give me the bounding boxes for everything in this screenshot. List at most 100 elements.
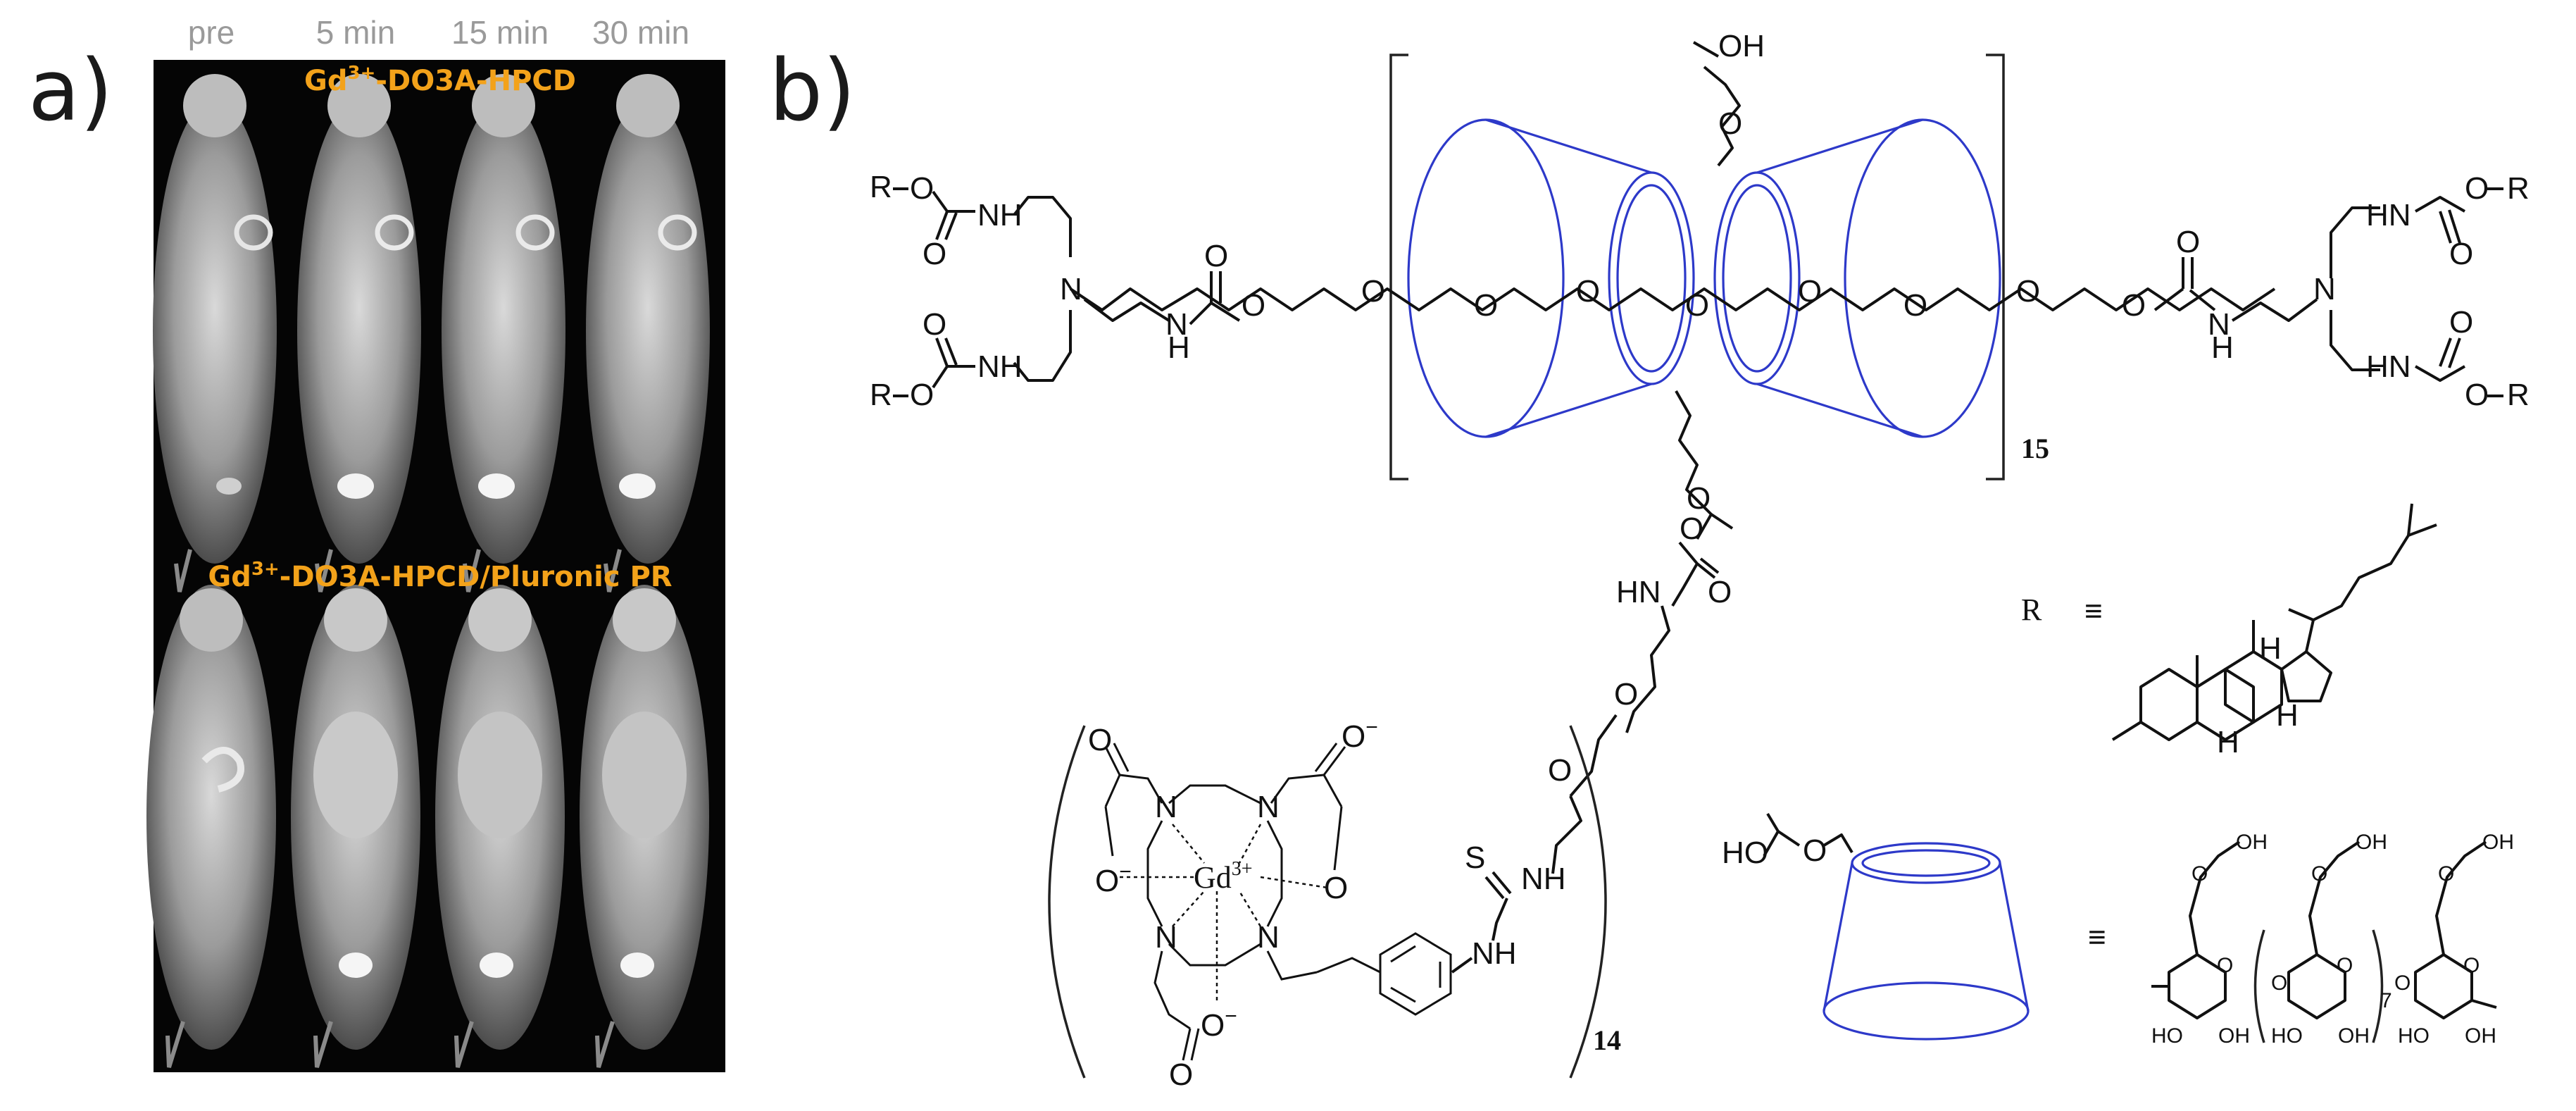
amine-nh: NH bbox=[1472, 936, 1517, 971]
panel-a: a) pre 5 min 15 min 30 min bbox=[28, 14, 725, 1072]
hydroxyl-ho: HO bbox=[2271, 1024, 2303, 1048]
mouse-image bbox=[153, 74, 277, 592]
repeat-count-14: 14 bbox=[1593, 1024, 1621, 1056]
oxygen-atom: O bbox=[2449, 237, 2473, 271]
right-end-group: O N H N HN HN O O R O O R bbox=[2153, 171, 2530, 412]
mouse-image bbox=[580, 585, 709, 1068]
r-group-label: R bbox=[2507, 378, 2530, 412]
parenthesis-left bbox=[1048, 725, 1086, 1079]
hydroxyl-ho: HO bbox=[2151, 1024, 2183, 1048]
carboxylate-oxygen: O− bbox=[1201, 1005, 1237, 1043]
oxygen-atom: O bbox=[2217, 954, 2233, 977]
oxygen-atom: O bbox=[923, 237, 946, 271]
glucose-repeat-paren-right bbox=[2372, 929, 2384, 1043]
column-label-30min: 30 min bbox=[592, 14, 689, 51]
lower-linker-chain: O O O HN O O NH bbox=[1521, 390, 1734, 896]
sulfur-atom: S bbox=[1465, 840, 1485, 875]
oxygen-atom: O bbox=[1614, 677, 1638, 712]
hydroxyl-oh: OH bbox=[2218, 1024, 2250, 1048]
amine-n: N bbox=[1165, 307, 1188, 342]
polymer-backbone bbox=[1069, 287, 2276, 311]
hydrogen-atom: H bbox=[2217, 725, 2239, 759]
panel-b-label: b) bbox=[769, 42, 856, 140]
r-group-label: R bbox=[870, 170, 892, 204]
oxygen-atom: O bbox=[2465, 171, 2489, 206]
oxygen-atom: O bbox=[1576, 274, 1600, 309]
nitrogen-atom: N bbox=[1060, 272, 1082, 306]
oxygen-atom: O bbox=[1242, 288, 1265, 323]
amine-nh: NH bbox=[977, 349, 1023, 384]
oxygen-atom: O bbox=[2016, 274, 2040, 309]
oxygen-atom: O bbox=[910, 378, 934, 412]
oxygen-atom: O bbox=[910, 171, 934, 206]
column-label-5min: 5 min bbox=[316, 14, 395, 51]
glucose-unit: O OH O O HO OH bbox=[2394, 831, 2514, 1048]
hydroxyl-oh: OH bbox=[2236, 831, 2268, 854]
phenyl-ring bbox=[1379, 932, 1452, 1016]
oxygen-atom: O bbox=[2271, 972, 2287, 995]
hydroxyl-oh: OH bbox=[2356, 831, 2387, 854]
mouse-image bbox=[442, 74, 565, 592]
oxygen-atom: O bbox=[1324, 871, 1348, 905]
oxygen-atom: O bbox=[1204, 239, 1228, 273]
glucose-repeat-count: 7 bbox=[2380, 989, 2392, 1012]
oxygen-atom: O bbox=[1708, 575, 1732, 609]
cyclodextrin-legend: HO O ≡ bbox=[1722, 812, 2106, 1041]
glucose-unit: O OH O O HO OH bbox=[2271, 831, 2387, 1048]
oxygen-atom: O bbox=[2463, 954, 2480, 977]
gadolinium-ion: Gd3+ bbox=[1194, 858, 1253, 895]
hydroxyl-oh: OH bbox=[2482, 831, 2514, 854]
r-group-label: R bbox=[2507, 171, 2530, 206]
oxygen-atom: O bbox=[2449, 305, 2473, 340]
oxygen-atom: O bbox=[2337, 954, 2353, 977]
gd-dota-complex: S NH N N N N Gd3+ bbox=[1088, 716, 1517, 1092]
hydroxyl-oh: OH bbox=[2465, 1024, 2496, 1048]
oxygen-atom: O bbox=[1798, 274, 1822, 309]
mouse-image bbox=[146, 585, 276, 1068]
dota-macrocycle: N N N N Gd3+ bbox=[1120, 784, 1328, 1000]
oxygen-atom: O bbox=[1361, 274, 1385, 309]
cholesterol-structure: H H H bbox=[2111, 503, 2437, 759]
oxygen-atom: O bbox=[2438, 862, 2454, 886]
amine-hn: HN bbox=[2366, 349, 2411, 384]
row-1-title: Gd3+-DO3A-HPCD bbox=[304, 63, 576, 97]
oxygen-atom: O bbox=[2192, 862, 2208, 886]
oxygen-atom: O bbox=[923, 307, 946, 342]
oxygen-atom: O bbox=[2122, 288, 2146, 323]
oxygen-atom: O bbox=[1903, 288, 1927, 323]
mouse-image bbox=[297, 74, 421, 592]
repeat-bracket-right bbox=[1986, 54, 2005, 480]
column-label-pre: pre bbox=[188, 14, 235, 51]
equivalence-symbol: ≡ bbox=[2084, 594, 2103, 628]
amine-hn: HN bbox=[2366, 198, 2411, 232]
oxygen-atom: O bbox=[2176, 225, 2200, 259]
left-end-group: R O O NH N R O O NH N H O bbox=[870, 170, 1241, 412]
top-hydroxypropyl: O OH bbox=[1693, 29, 1765, 167]
panel-a-label: a) bbox=[28, 42, 113, 140]
mouse-image bbox=[435, 585, 565, 1068]
oxygen-atom: O bbox=[1088, 723, 1112, 757]
oxygen-atom: O bbox=[1687, 481, 1711, 516]
hydroxyl-ho: HO bbox=[2398, 1024, 2430, 1048]
oxygen-atom: O bbox=[1685, 288, 1709, 323]
oxygen-atom: O bbox=[1169, 1057, 1193, 1092]
r-equals-cholesterol: R ≡ H H H bbox=[2021, 503, 2437, 759]
mouse-image bbox=[586, 74, 710, 592]
oxygen-atom: O bbox=[1718, 106, 1742, 141]
repeat-bracket-left bbox=[1389, 54, 1408, 480]
backbone-oxygen-atoms: O O O O O O O O O bbox=[1242, 274, 2146, 323]
amine-nh: NH bbox=[1521, 862, 1566, 896]
oxygen-atom: O bbox=[2465, 378, 2489, 412]
repeat-count-15: 15 bbox=[2021, 433, 2049, 464]
amine-hn: HN bbox=[1616, 575, 1661, 609]
panel-b: b) 15 O O O O O O O bbox=[769, 29, 2530, 1092]
parenthesis-right bbox=[1569, 725, 1607, 1079]
hydrogen-atom: H bbox=[2211, 330, 2234, 365]
oxygen-atom: O bbox=[1474, 288, 1498, 323]
cyclodextrin-cone-right bbox=[1713, 118, 2001, 438]
glucose-unit: O OH O HO OH bbox=[2151, 831, 2268, 1048]
carboxylate-oxygen: O− bbox=[1342, 716, 1378, 754]
r-definition-label: R bbox=[2021, 592, 2042, 627]
oxygen-atom: O bbox=[2311, 862, 2327, 886]
hydroxyl-oh: OH bbox=[1718, 29, 1765, 63]
